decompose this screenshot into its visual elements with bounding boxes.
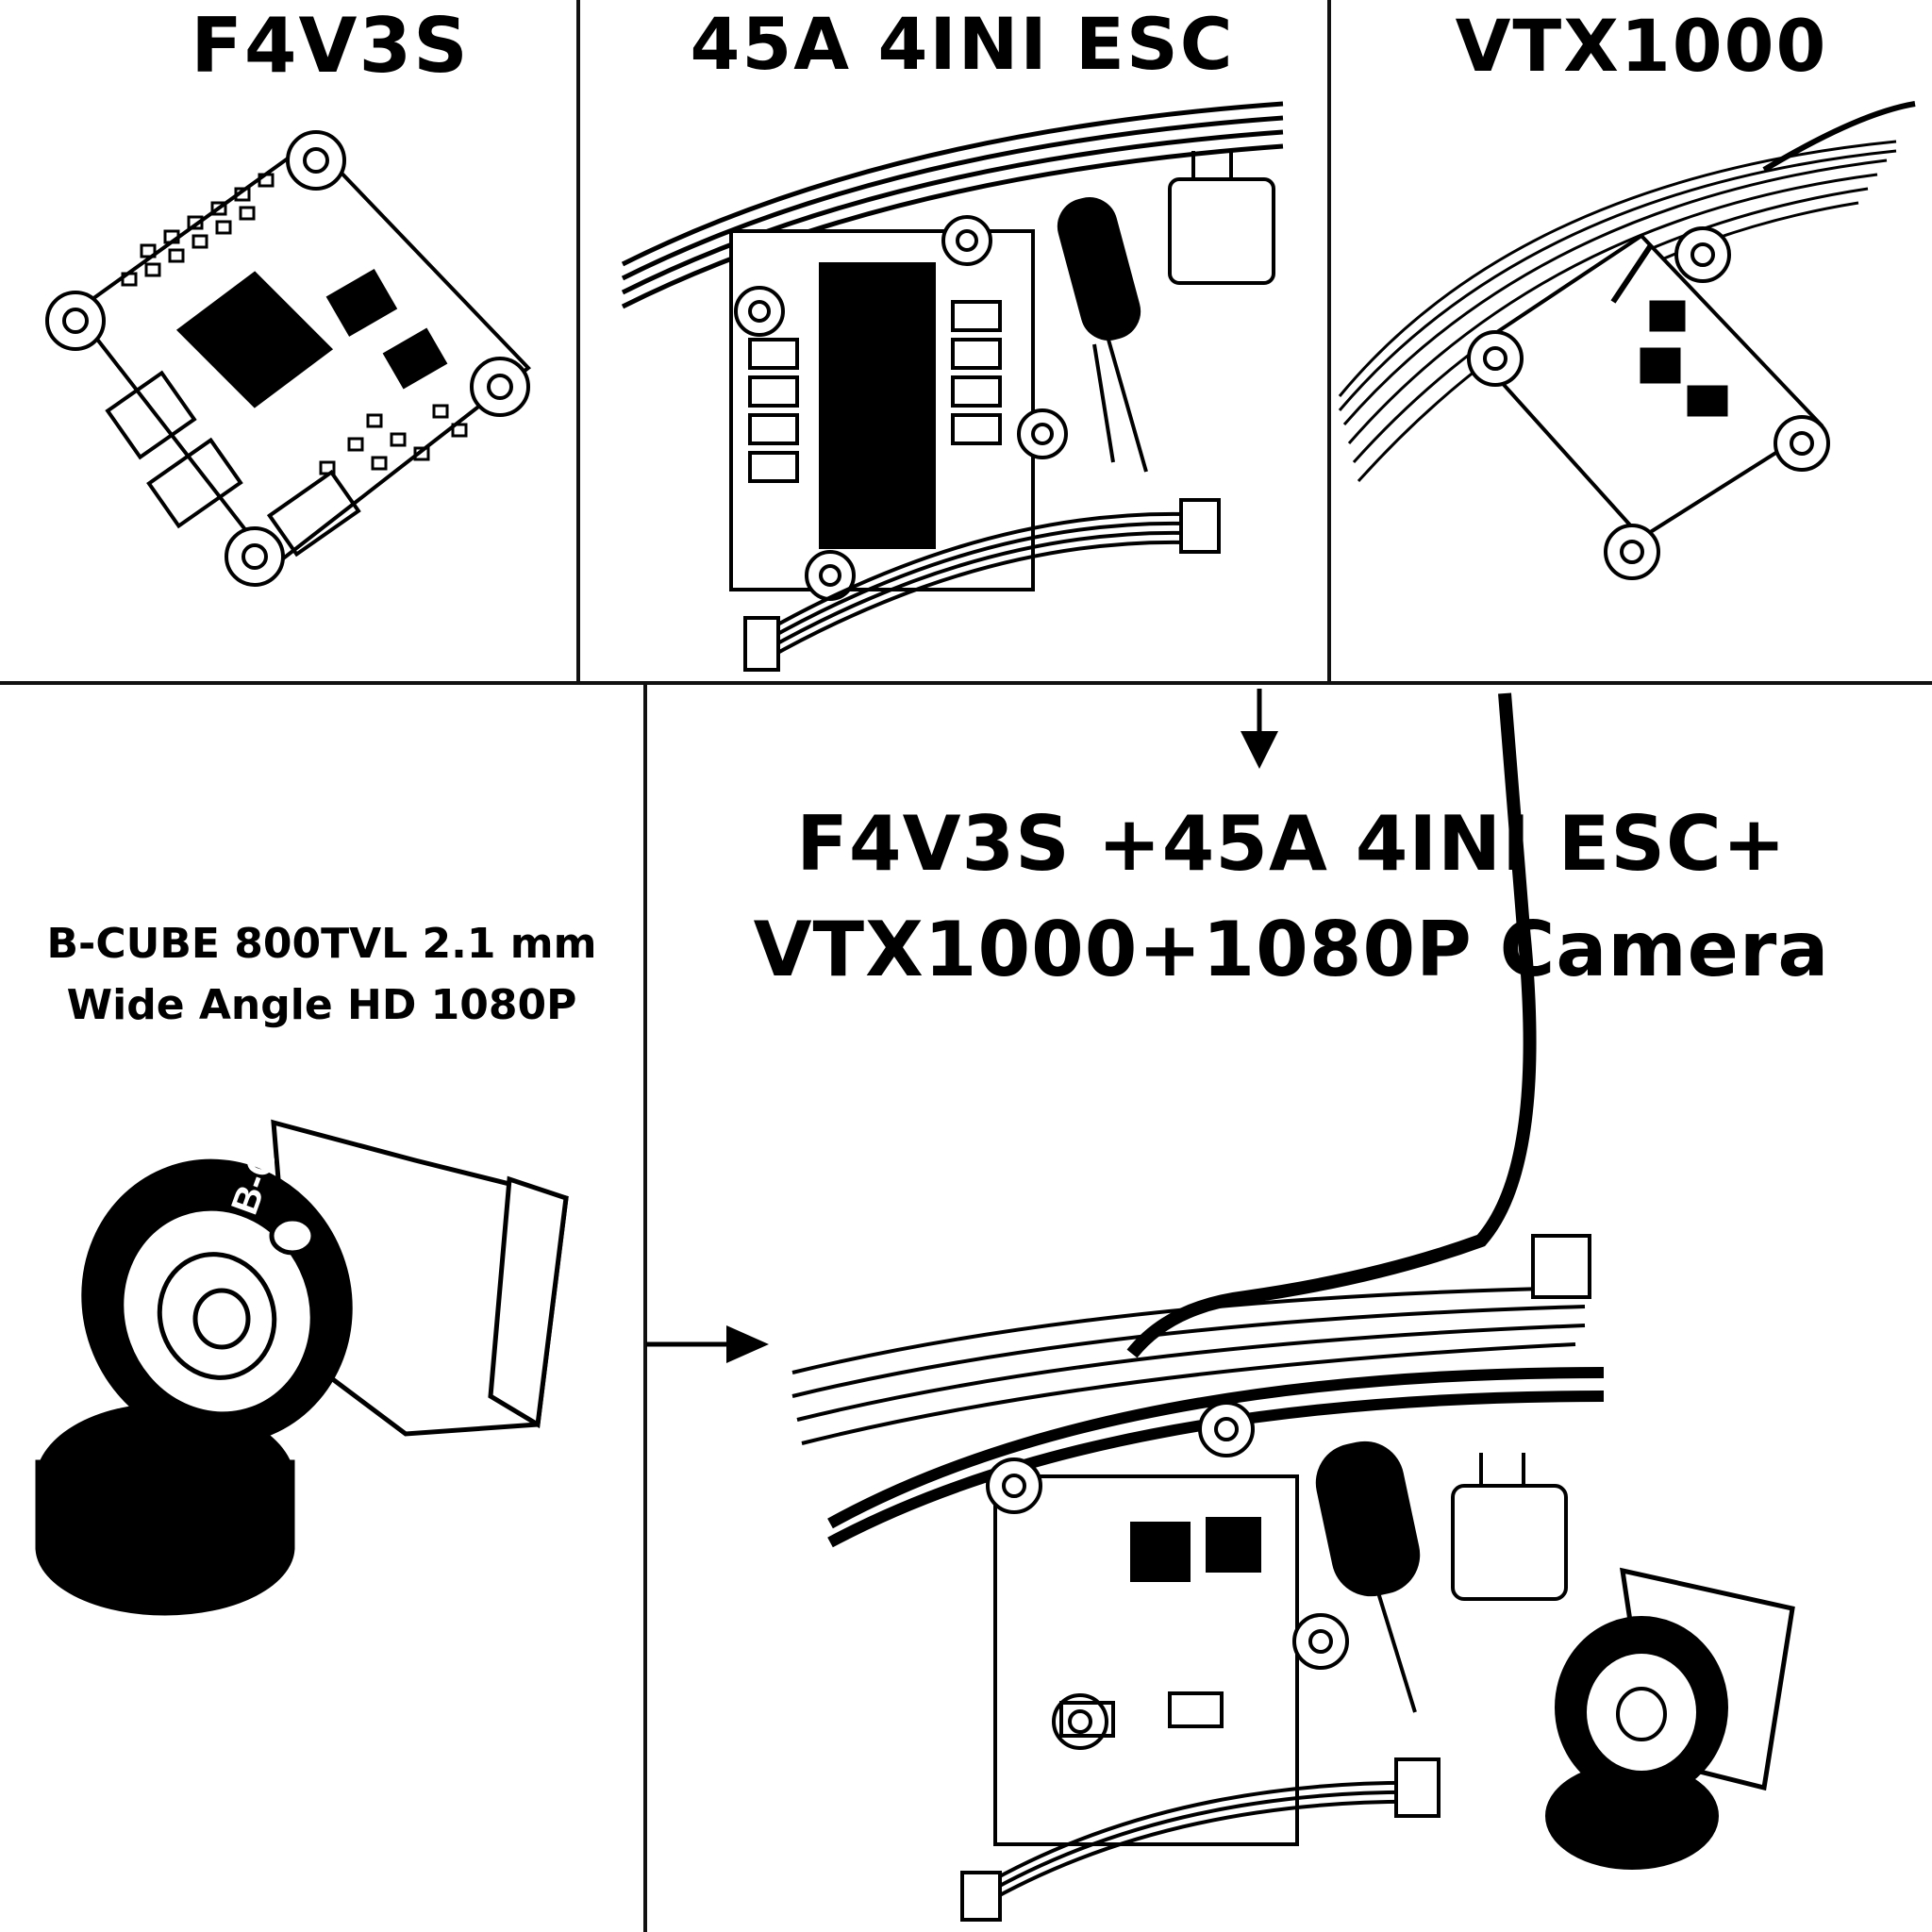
- combo-title-line2: VTX1000+1080P Camera: [753, 906, 1830, 993]
- camera-caption-line1: B-CUBE 800TVL 2.1 mm: [46, 920, 597, 968]
- arrow-right-icon: [646, 1325, 769, 1363]
- horizontal-divider: [0, 681, 1932, 685]
- ribbon-cable-icon: [745, 500, 1219, 670]
- vertical-divider-3: [643, 685, 647, 1932]
- mcu-chip-icon: [179, 274, 330, 406]
- panel-title-fc: F4V3S: [191, 2, 470, 90]
- camera-caption-line2: Wide Angle HD 1080P: [66, 981, 577, 1029]
- capacitor-icon: [1054, 193, 1146, 472]
- panel-title-vtx: VTX1000: [1455, 4, 1828, 88]
- camera-icon: [1547, 1571, 1792, 1868]
- flight-controller-illustration: [38, 123, 547, 613]
- xt60-connector-icon: [1170, 151, 1274, 283]
- vertical-divider-2: [1327, 0, 1331, 681]
- esc-illustration: [604, 75, 1311, 679]
- vtx-illustration: [1330, 85, 1924, 670]
- combo-illustration: [774, 693, 1906, 1920]
- ribbon-cable-icon: [962, 1759, 1439, 1920]
- mounting-hole-icon: [1469, 228, 1828, 578]
- mounting-hole-icon: [47, 132, 528, 585]
- arrow-down-icon: [1241, 689, 1278, 769]
- xt60-connector-icon: [1453, 1453, 1566, 1599]
- capacitor-icon: [1310, 1436, 1424, 1712]
- camera-illustration: B-C: [38, 1066, 585, 1623]
- panel-title-esc: 45A 4INI ESC: [690, 2, 1235, 86]
- combo-title-line1: F4V3S +45A 4INI ESC+: [796, 800, 1787, 888]
- vertical-divider-1: [576, 0, 580, 681]
